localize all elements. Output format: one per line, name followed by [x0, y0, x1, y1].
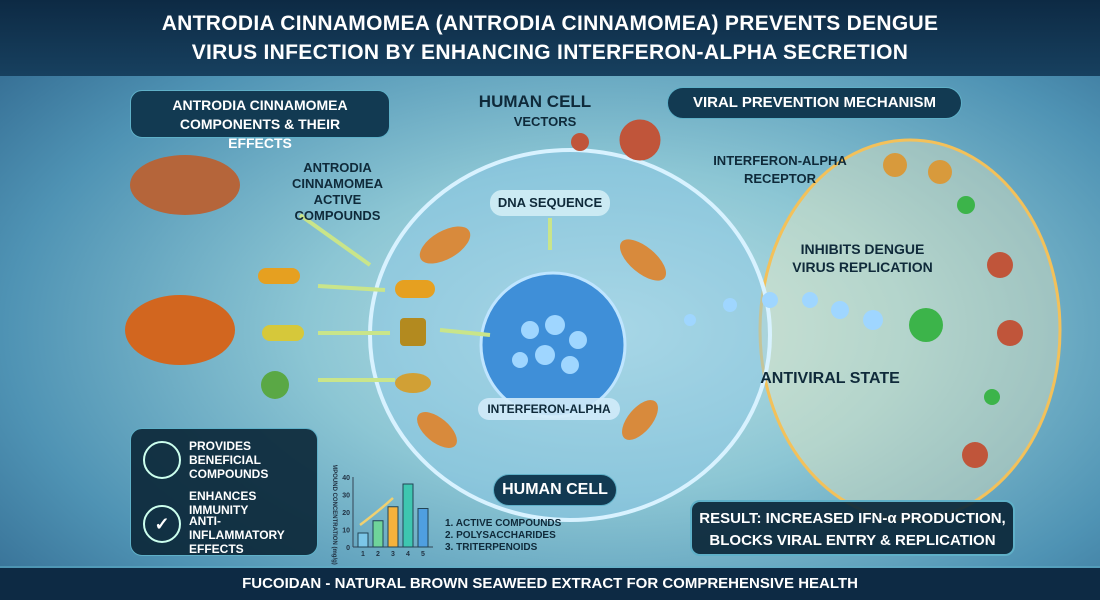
chart-bar [372, 520, 384, 548]
chart-y-tick: 40 [342, 475, 350, 482]
chart-y-tick: 20 [342, 510, 350, 517]
result-line-2: BLOCKS VIRAL ENTRY & REPLICATION [709, 532, 996, 549]
interferon-alpha-label: INTERFERON-ALPHA [478, 398, 620, 420]
footer-banner: FUCOIDAN - NATURAL BROWN SEAWEED EXTRACT… [0, 568, 1100, 600]
page-title: ANTRODIA CINNAMOMEA (ANTRODIA CINNAMOMEA… [0, 0, 1100, 76]
chart-bar [402, 483, 414, 548]
viral-prevention-label: VIRAL PREVENTION MECHANISM [667, 87, 962, 119]
title-line-2: VIRUS INFECTION BY ENHANCING INTERFERON-… [191, 41, 909, 64]
antiviral-state-label: ANTIVIRAL STATE [760, 370, 900, 387]
arrows [298, 213, 552, 382]
capsule-icons [258, 268, 435, 399]
inhibits-label: INHIBITS DENGUE VIRUS REPLICATION [792, 241, 933, 275]
hand-plant-icon [143, 441, 181, 479]
legend-item: 2. POLYSACCHARIDES [445, 530, 556, 541]
chart-x-tick: 2 [376, 551, 380, 558]
chart-bar [417, 508, 429, 548]
chart-x-tick: 1 [361, 551, 365, 558]
chart-x-tick: 4 [406, 551, 410, 558]
effect-item: PROVIDES BENEFICIAL COMPOUNDS [189, 439, 269, 481]
chart-bar [387, 506, 399, 548]
effects-box: ✓ PROVIDES BENEFICIAL COMPOUNDS ENHANCES… [130, 428, 318, 556]
human-cell-top-label: HUMAN CELL [478, 92, 592, 111]
nucleus [479, 271, 627, 419]
ifn-molecules [512, 292, 883, 374]
chart-y-label: COMPOUND CONCENTRATION (mg/g) [331, 465, 337, 565]
chart-legend: 1. ACTIVE COMPOUNDS 2. POLYSACCHARIDES 3… [445, 518, 561, 554]
active-compounds-label: ANTRODIA CINNAMOMEA ACTIVE COMPOUNDS [292, 160, 383, 223]
result-line-1: RESULT: INCREASED IFN-α PRODUCTION, [699, 510, 1006, 527]
chart-x-tick: 3 [391, 551, 395, 558]
trend-arrow [359, 497, 394, 526]
components-label: ANTRODIA CINNAMOMEA COMPONENTS & THEIR E… [130, 90, 390, 151]
vectors-label: VECTORS [513, 114, 577, 129]
legend-item: 1. ACTIVE COMPOUNDS [445, 518, 562, 529]
chart-y-tick: 10 [342, 528, 350, 535]
chart-bar [357, 532, 369, 548]
receptor-label: INTERFERON-ALPHA RECEPTOR [713, 153, 847, 186]
shield-check-icon: ✓ [143, 505, 181, 543]
title-line-1: ANTRODIA CINNAMOMEA (ANTRODIA CINNAMOMEA… [161, 12, 939, 35]
effect-item: ANTI-INFLAMMATORY EFFECTS [189, 514, 285, 556]
mushroom-icon [125, 155, 240, 365]
virus-icons [571, 119, 1023, 468]
result-box: RESULT: INCREASED IFN-α PRODUCTION, BLOCK… [690, 500, 1015, 556]
mitochondria [417, 226, 667, 448]
check-icons [909, 196, 1000, 405]
dna-sequence-label: DNA SEQUENCE [490, 190, 610, 216]
chart-y-tick: 0 [346, 545, 350, 552]
effect-item: ENHANCES IMMUNITY [189, 489, 257, 517]
mini-chart: COMPOUND CONCENTRATION (mg/g) 0 10 20 30 40 1 2… [331, 465, 433, 565]
chart-x-tick: 5 [421, 551, 425, 558]
chart-y-tick: 30 [342, 493, 350, 500]
legend-item: 3. TRITERPENOIDS [445, 542, 538, 553]
human-cell-bottom-label: HUMAN CELL [493, 474, 617, 506]
